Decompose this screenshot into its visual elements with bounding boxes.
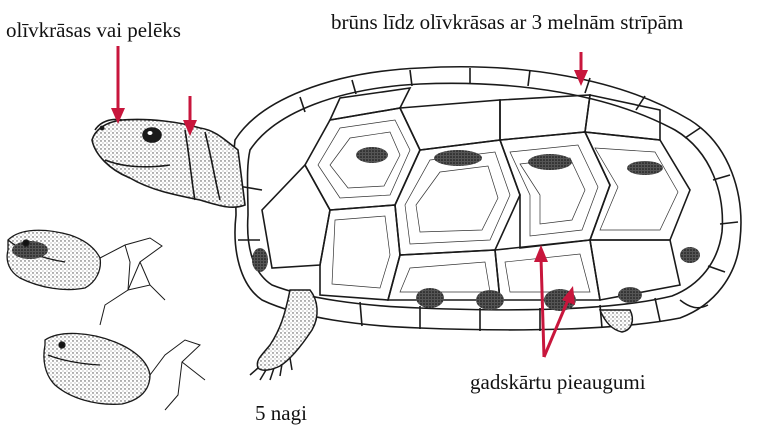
claws-label: 5 nagi	[255, 403, 307, 424]
head-variant-bottom	[44, 333, 205, 410]
head-variant-top	[7, 230, 165, 325]
growth-rings-label: gadskārtu pieaugumi	[470, 372, 646, 393]
head-color-label: olīvkrāsas vai pelēks	[6, 20, 181, 41]
arrow-head-nose	[111, 46, 125, 124]
head-neck	[92, 119, 245, 207]
shell-color-label: brūns līdz olīvkrāsas ar 3 melnām strīpā…	[331, 12, 683, 33]
